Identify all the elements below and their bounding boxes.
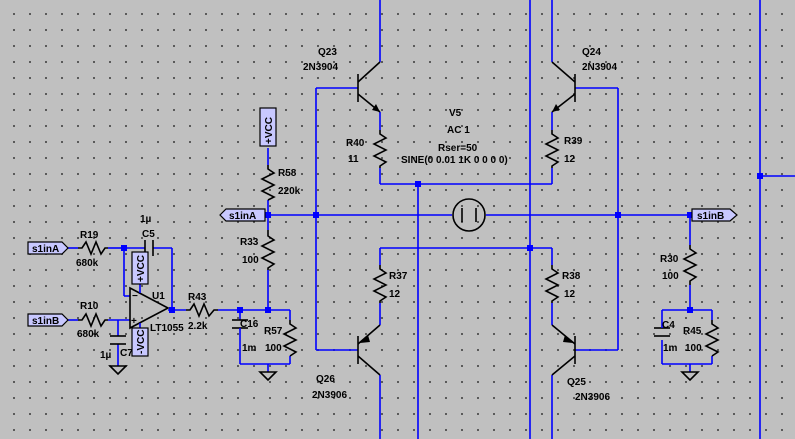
- voltage-source-v5[interactable]: V5 AC 1 Rser=50 SINE(0 0.01 1K 0 0 0 0): [401, 108, 508, 232]
- net-flag-s1ina-left[interactable]: s1inA: [219, 208, 266, 222]
- wires: [66, 0, 795, 439]
- s1ina-opamp-label: s1inA: [32, 244, 59, 255]
- r10-value: 680k: [77, 329, 100, 340]
- net-flag-s1inb-right[interactable]: s1inB: [691, 208, 738, 222]
- r30-ref: R30: [660, 254, 679, 265]
- resistor-r57[interactable]: R57 100: [264, 320, 298, 357]
- r39-ref: R39: [564, 136, 583, 147]
- s1inb-opamp-label: s1inB: [32, 316, 59, 327]
- r37-ref: R37: [389, 271, 408, 282]
- s1ina-left-label: s1inA: [229, 211, 256, 222]
- v5-ref: V5: [449, 108, 462, 119]
- resistor-r30[interactable]: R30 100: [660, 245, 698, 285]
- r33-value: 100: [242, 255, 259, 266]
- r19-value: 680k: [76, 258, 99, 269]
- r39-value: 12: [564, 154, 576, 165]
- vcc-flag-opamp[interactable]: +VCC: [131, 251, 149, 285]
- c7-value: 1µ: [100, 350, 112, 361]
- c7-ref: C7: [120, 348, 133, 359]
- c4-ref: C4: [662, 320, 675, 331]
- capacitor-c4[interactable]: C4 1m: [654, 320, 678, 354]
- q26-ref: Q26: [316, 374, 335, 385]
- capacitor-c7[interactable]: 1µ C7: [100, 335, 133, 361]
- c16-ref: C16: [240, 319, 259, 330]
- r19-ref: R19: [80, 230, 99, 241]
- vcc-flag-top[interactable]: +VCC: [259, 107, 277, 147]
- resistor-r43[interactable]: R43 2.2k: [186, 292, 218, 332]
- r57-value: 100: [265, 343, 282, 354]
- resistor-r37[interactable]: R37 12: [372, 265, 408, 303]
- vcc-flag-opamp-neg[interactable]: -VCC: [131, 327, 149, 357]
- transistor-q26[interactable]: Q26 2N3906: [312, 324, 381, 401]
- r38-value: 12: [564, 289, 576, 300]
- transistor-q24[interactable]: Q24 2N3904: [551, 47, 617, 113]
- c5-ref: C5: [142, 229, 155, 240]
- opamp-u1[interactable]: − + U1 LT1055: [129, 283, 184, 334]
- v5-ac: AC 1: [447, 125, 470, 136]
- resistor-r10[interactable]: R10 680k: [77, 301, 108, 340]
- capacitor-c5[interactable]: 1µ C5: [140, 214, 155, 256]
- vcc-opamp-neg-label: -VCC: [136, 330, 147, 354]
- r58-ref: R58: [278, 168, 297, 179]
- resistor-r38[interactable]: R38 12: [544, 265, 581, 303]
- resistor-r39[interactable]: R39 12: [544, 130, 583, 168]
- u1-model: LT1055: [150, 323, 184, 334]
- r58-value: 220k: [278, 186, 301, 197]
- q23-model: 2N3904: [303, 62, 338, 73]
- resistor-r58[interactable]: R58 220k: [260, 165, 301, 201]
- r45-value: 100: [685, 343, 702, 354]
- r40-value: 11: [348, 154, 359, 165]
- r45-ref: R45: [683, 326, 702, 337]
- r43-ref: R43: [188, 292, 207, 303]
- capacitor-c16[interactable]: C16 1m: [232, 319, 259, 354]
- r33-ref: R33: [240, 237, 259, 248]
- net-flag-s1ina-opamp[interactable]: s1inA: [27, 241, 69, 255]
- svg-text:−: −: [132, 291, 138, 302]
- r57-ref: R57: [264, 326, 283, 337]
- q26-model: 2N3906: [312, 390, 347, 401]
- r30-value: 100: [662, 271, 679, 282]
- vcc-opamp-label: +VCC: [136, 255, 147, 282]
- q25-model: 2N3906: [575, 392, 610, 403]
- q24-ref: Q24: [582, 47, 601, 58]
- c4-value: 1m: [663, 343, 678, 354]
- c5-value: 1µ: [140, 214, 152, 225]
- resistor-r40[interactable]: R40 11: [346, 130, 388, 168]
- transistor-q23[interactable]: Q23 2N3904: [303, 47, 381, 113]
- c16-value: 1m: [242, 343, 257, 354]
- resistor-r45[interactable]: R45 100: [683, 320, 720, 357]
- s1inb-right-label: s1inB: [697, 211, 724, 222]
- net-flag-s1inb-opamp[interactable]: s1inB: [27, 313, 69, 327]
- q25-ref: Q25: [567, 377, 586, 388]
- ground-icon: [108, 365, 700, 382]
- svg-text:+: +: [131, 316, 137, 327]
- transistor-q25[interactable]: Q25 2N3906: [551, 324, 610, 403]
- r43-value: 2.2k: [188, 321, 208, 332]
- r38-ref: R38: [562, 271, 581, 282]
- r10-ref: R10: [80, 301, 99, 312]
- resistor-r19[interactable]: R19 680k: [76, 230, 108, 269]
- v5-sine: SINE(0 0.01 1K 0 0 0 0): [401, 155, 508, 166]
- u1-ref: U1: [152, 291, 165, 302]
- junctions: [121, 173, 763, 313]
- q24-model: 2N3904: [582, 62, 617, 73]
- q23-ref: Q23: [318, 47, 337, 58]
- resistor-r33[interactable]: R33 100: [240, 230, 276, 270]
- r40-ref: R40: [346, 138, 365, 149]
- r37-value: 12: [389, 289, 401, 300]
- vcc-top-label: +VCC: [264, 117, 275, 144]
- v5-rser: Rser=50: [438, 143, 478, 154]
